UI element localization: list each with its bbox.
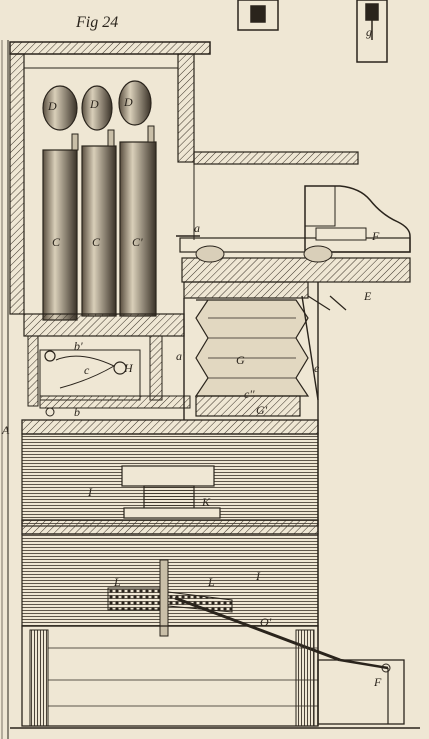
label-C2: C — [92, 235, 101, 249]
label-I-lower: I — [256, 569, 260, 583]
detail-box-right — [356, 0, 388, 63]
label-D2: D — [90, 97, 99, 111]
label-K: K — [202, 495, 211, 509]
detail-box-left — [237, 0, 279, 31]
bellows — [183, 281, 347, 420]
label-L1: L — [114, 575, 121, 589]
lid-and-keyboard — [176, 151, 411, 283]
middle-chest — [23, 313, 191, 417]
label-G: G — [236, 353, 245, 367]
figure-title: Fig 24 — [76, 14, 119, 31]
label-F-top: F — [372, 229, 380, 243]
label-a: a — [194, 221, 200, 235]
label-c: c — [84, 363, 90, 377]
label-F-bottom: F — [374, 675, 382, 689]
label-C1: C — [52, 235, 61, 249]
label-a-prime: a' — [176, 349, 185, 363]
top-cabinet-frame — [9, 41, 211, 315]
pipe-group — [42, 80, 157, 321]
label-A: A — [2, 423, 10, 437]
label-H: H — [124, 361, 133, 375]
label-D3: D — [124, 95, 133, 109]
label-C3: C' — [132, 235, 143, 249]
label-L2: L — [208, 575, 215, 589]
label-e: e — [314, 361, 320, 375]
label-G-prime: G' — [256, 403, 268, 417]
label-c-double-prime: c'' — [244, 387, 255, 401]
label-b-prime: b' — [74, 339, 83, 353]
label-I-upper: I — [88, 485, 92, 499]
label-D1: D — [48, 99, 57, 113]
right-column — [317, 282, 405, 726]
label-g: g — [366, 25, 372, 39]
label-E: E — [364, 289, 372, 303]
base-cabinet — [21, 419, 341, 727]
label-O-prime: O' — [260, 615, 272, 629]
label-b: b — [74, 405, 80, 419]
